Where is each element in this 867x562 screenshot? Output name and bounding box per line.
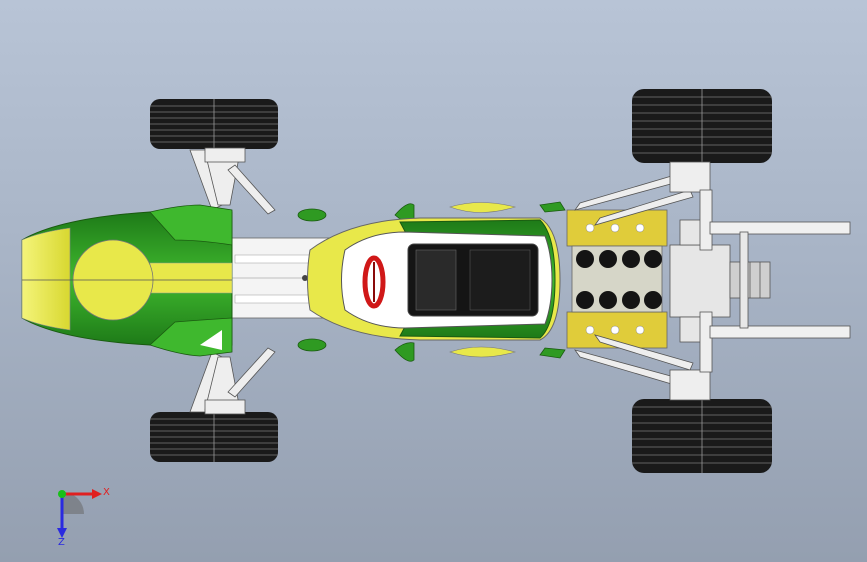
yellow-intakes[interactable] — [449, 202, 517, 358]
coordinate-triad: X Z — [40, 480, 120, 550]
x-axis-label: X — [103, 487, 110, 498]
nose-cone[interactable] — [21, 204, 233, 357]
front-right-tire[interactable] — [150, 412, 278, 462]
driver-seat[interactable] — [407, 243, 539, 317]
rear-left-tire[interactable] — [632, 89, 772, 163]
front-suspension[interactable] — [189, 147, 276, 415]
front-left-tire[interactable] — [150, 99, 278, 149]
side-fairings[interactable] — [297, 201, 566, 362]
engine-block[interactable] — [566, 209, 668, 349]
rear-right-tire[interactable] — [632, 399, 772, 473]
engine-cylinders[interactable] — [576, 250, 662, 309]
steering-wheel[interactable] — [362, 255, 386, 309]
triad-graphic — [57, 489, 102, 538]
rear-suspension[interactable] — [574, 161, 713, 401]
z-axis-label: Z — [58, 537, 65, 548]
z-axis-arrowhead — [57, 528, 67, 538]
exhaust-pipes[interactable] — [709, 221, 851, 339]
triad-origin — [58, 490, 66, 498]
gearbox[interactable] — [669, 219, 771, 343]
x-axis-arrowhead — [92, 489, 102, 499]
